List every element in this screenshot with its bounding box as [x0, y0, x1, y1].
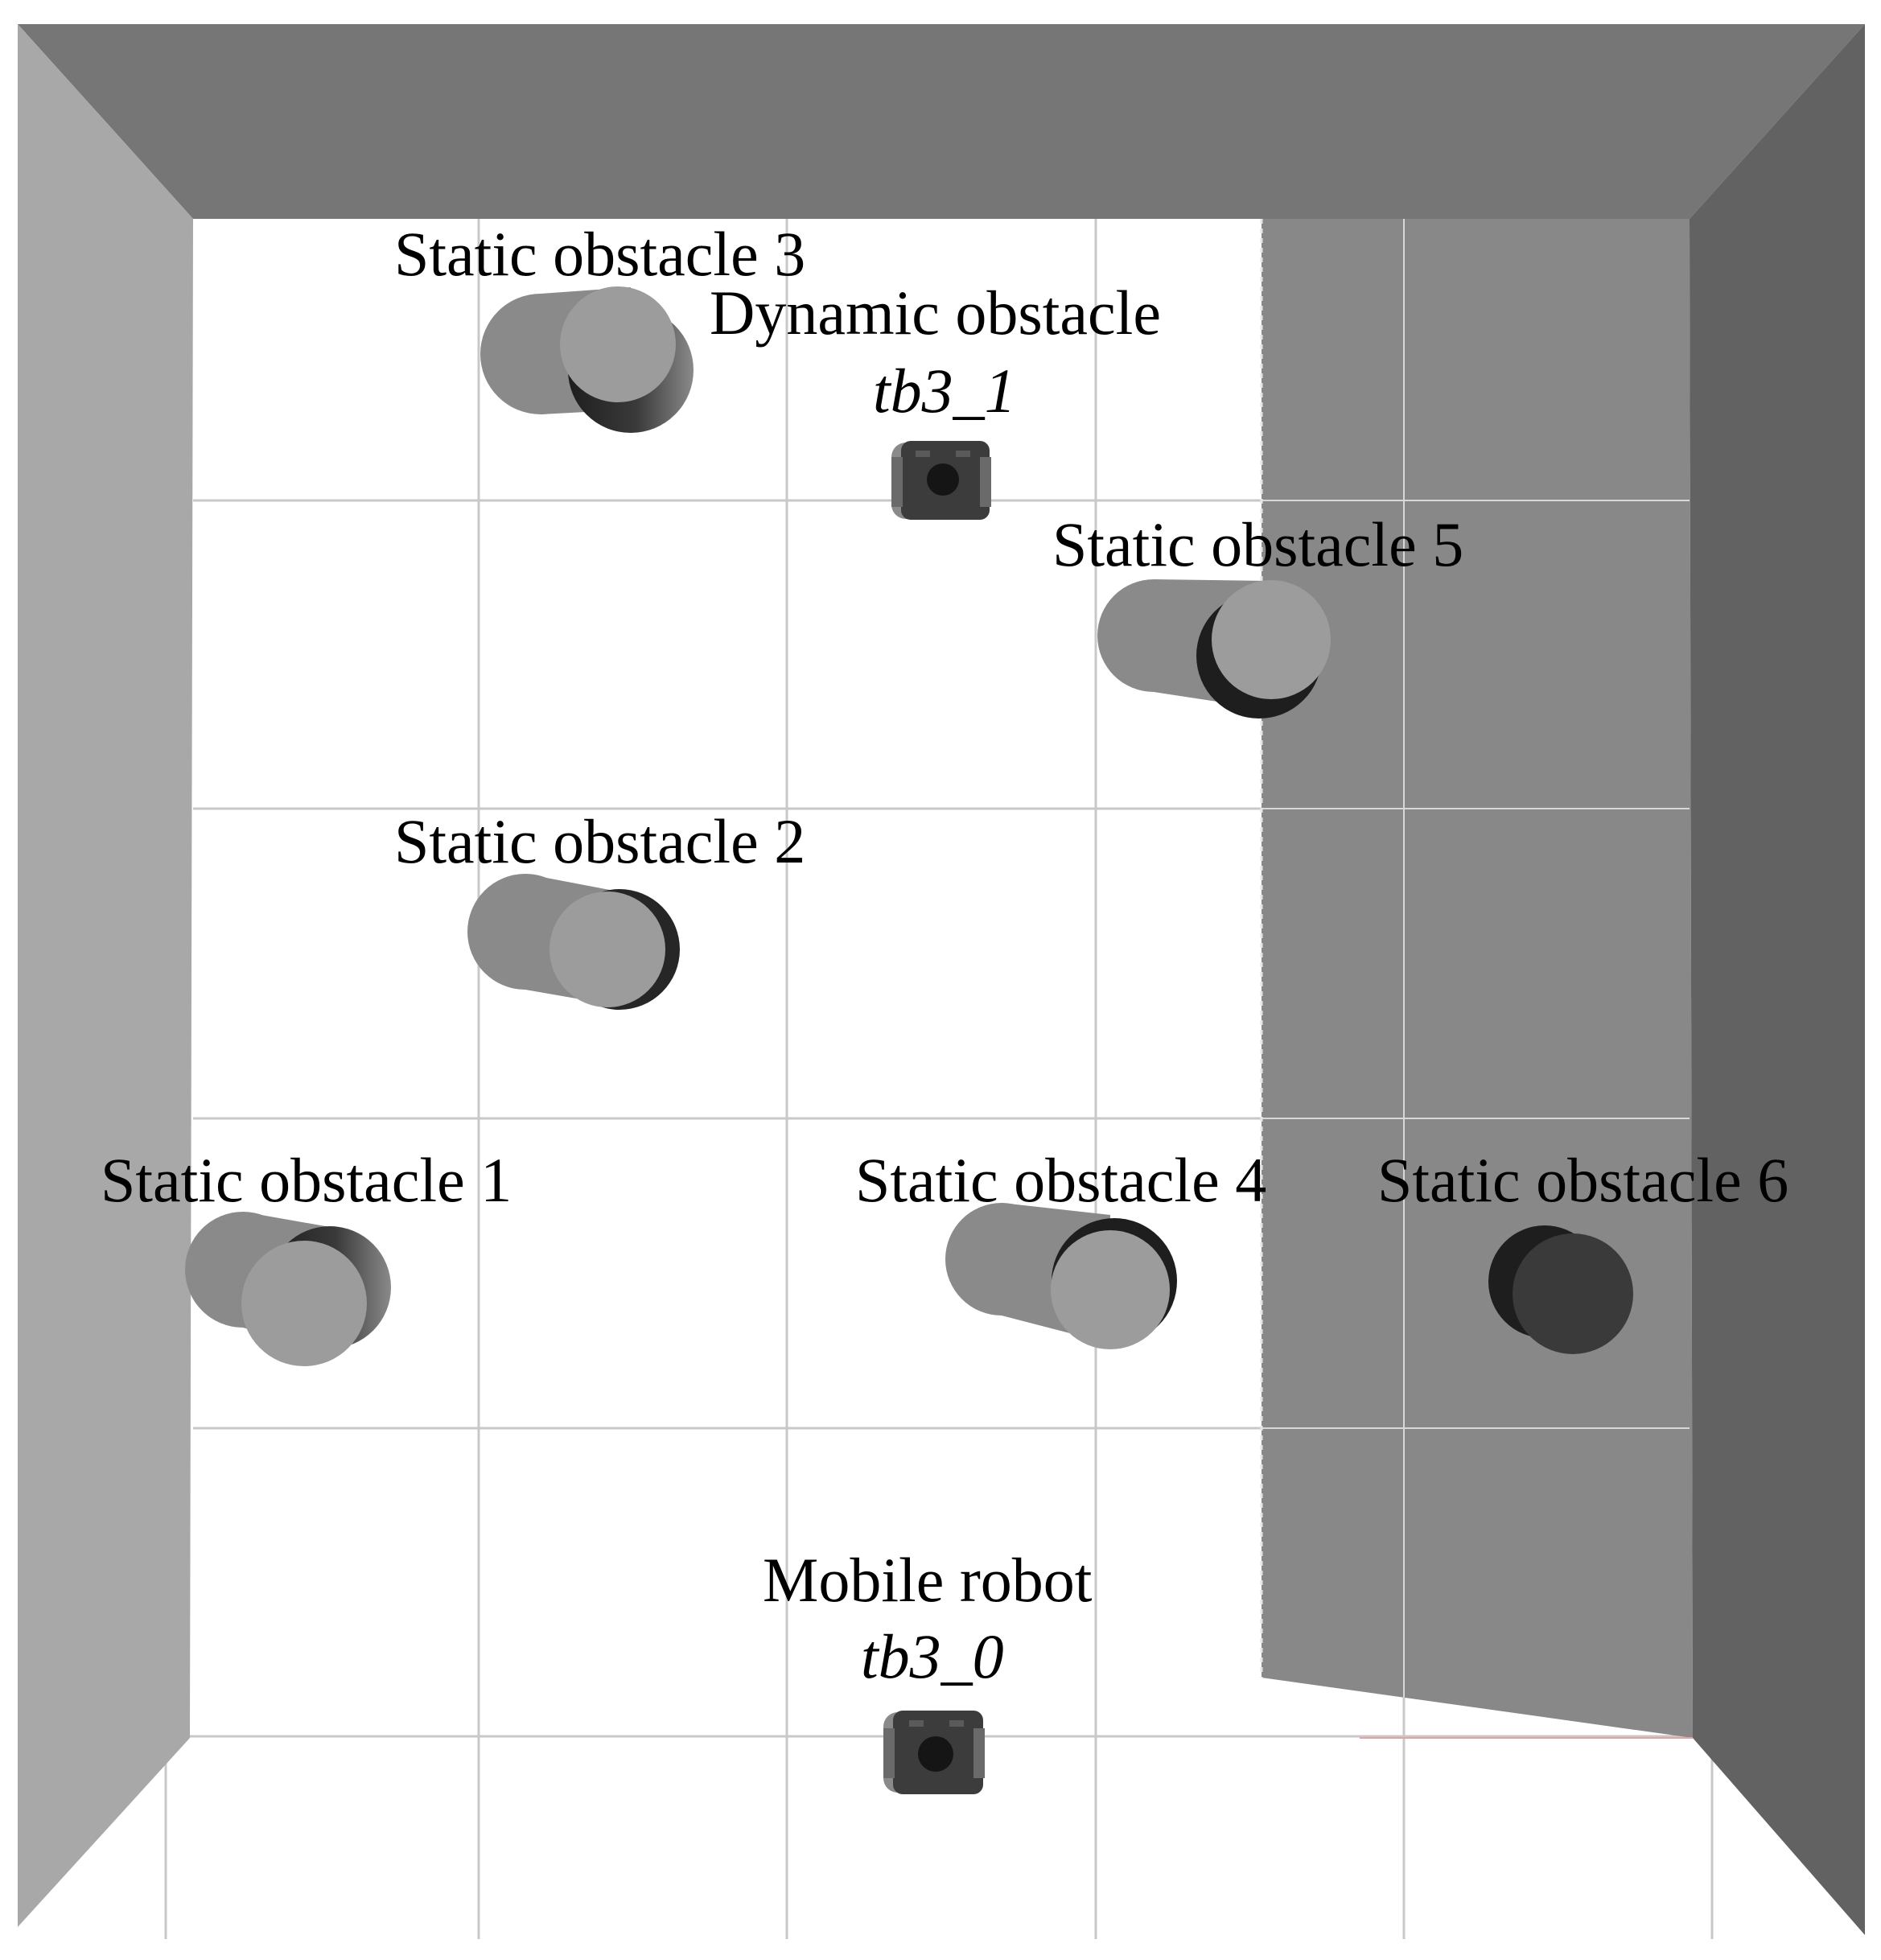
dynamic-obstacle-label: Dynamic obstacle [710, 278, 1161, 348]
static-obstacle-5-label: Static obstacle 5 [1052, 509, 1463, 579]
dynamic-obstacle-id: tb3_1 [873, 356, 1016, 426]
static-obstacle-1 [185, 1212, 391, 1366]
inner-wall [1262, 219, 1693, 1738]
static-obstacle-1-label: Static obstacle 1 [101, 1145, 512, 1215]
static-obstacle-6 [1488, 1225, 1633, 1354]
right-wall [1690, 24, 1865, 1935]
mobile-robot [883, 1711, 985, 1794]
mobile-robot-label: Mobile robot [763, 1545, 1093, 1615]
back-wall [18, 24, 1865, 219]
static-obstacle-5 [1097, 579, 1331, 719]
mobile-robot-id: tb3_0 [861, 1621, 1004, 1691]
static-obstacle-3-label: Static obstacle 3 [394, 219, 805, 289]
inner-wall-seams [1262, 219, 1690, 1698]
dynamic-obstacle-robot [891, 441, 991, 520]
static-obstacle-2 [467, 874, 680, 1010]
static-obstacle-4 [945, 1203, 1177, 1349]
static-obstacle-6-label: Static obstacle 6 [1377, 1145, 1788, 1215]
left-wall [18, 24, 193, 1927]
static-obstacle-2-label: Static obstacle 2 [394, 806, 805, 876]
static-obstacle-3 [480, 286, 694, 433]
static-obstacle-4-label: Static obstacle 4 [855, 1145, 1266, 1215]
